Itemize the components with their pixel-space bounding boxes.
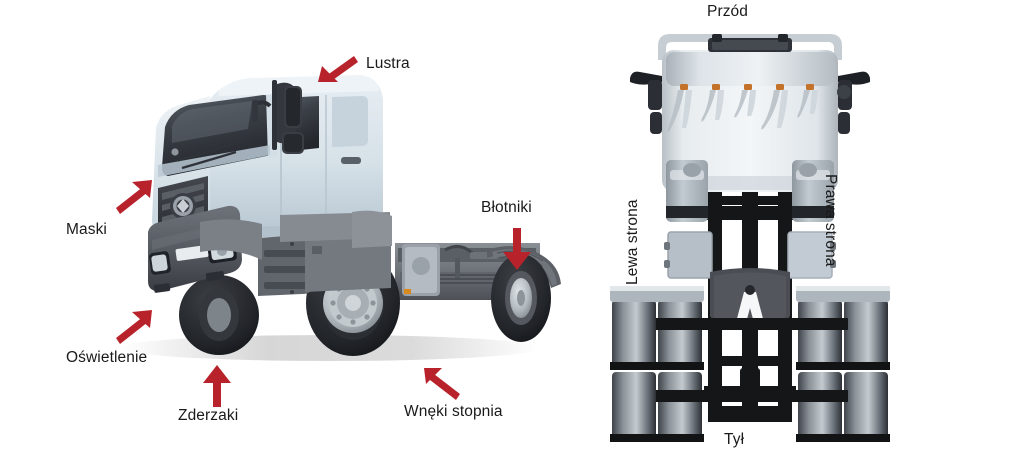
arrow-maski <box>116 180 152 214</box>
front-fender-skirt <box>200 219 262 260</box>
label-wneki-stopnia: Wnęki stopnia <box>404 403 503 420</box>
headlight-left <box>149 251 171 275</box>
roof-marker-lamps <box>680 84 814 90</box>
side-mirror-assembly <box>252 80 304 154</box>
arrow-wneki-stopnia <box>424 368 460 400</box>
label-maski: Maski <box>66 221 107 238</box>
label-zderzaki: Zderzaki <box>178 407 239 424</box>
truck-perspective-illustration <box>120 75 561 361</box>
fuel-tanks <box>666 160 834 222</box>
step-well <box>258 234 314 296</box>
fifth-wheel-coupling <box>710 268 790 330</box>
front-wheel <box>179 275 259 355</box>
label-oswietlenie: Oświetlenie <box>66 349 148 366</box>
arrow-blotniki <box>503 228 531 270</box>
label-tyl: Tył <box>724 431 745 448</box>
rear-wheel <box>491 254 551 342</box>
top-view-mirrors <box>630 71 870 134</box>
label-lustra: Lustra <box>366 55 410 72</box>
arrow-lustra <box>318 56 358 82</box>
truck-top-view: Przód Lewa strona Prawa strona Tył <box>600 0 1024 466</box>
label-lewa-strona: Lewa strona <box>624 199 641 285</box>
label-prawa-strona: Prawa strona <box>822 174 839 267</box>
truck-perspective-view: Lustra Maski Oświetlenie Zderzaki <box>66 55 561 424</box>
label-przod: Przód <box>707 3 748 20</box>
label-blotniki: Błotniki <box>481 199 532 216</box>
rear-tandem-wheels <box>610 286 890 442</box>
arrow-oswietlenie <box>116 310 152 344</box>
arrow-zderzaki <box>203 365 231 407</box>
windshield-wiper <box>177 140 241 170</box>
truck-top-illustration <box>610 34 890 442</box>
side-step-boxes <box>664 231 836 279</box>
